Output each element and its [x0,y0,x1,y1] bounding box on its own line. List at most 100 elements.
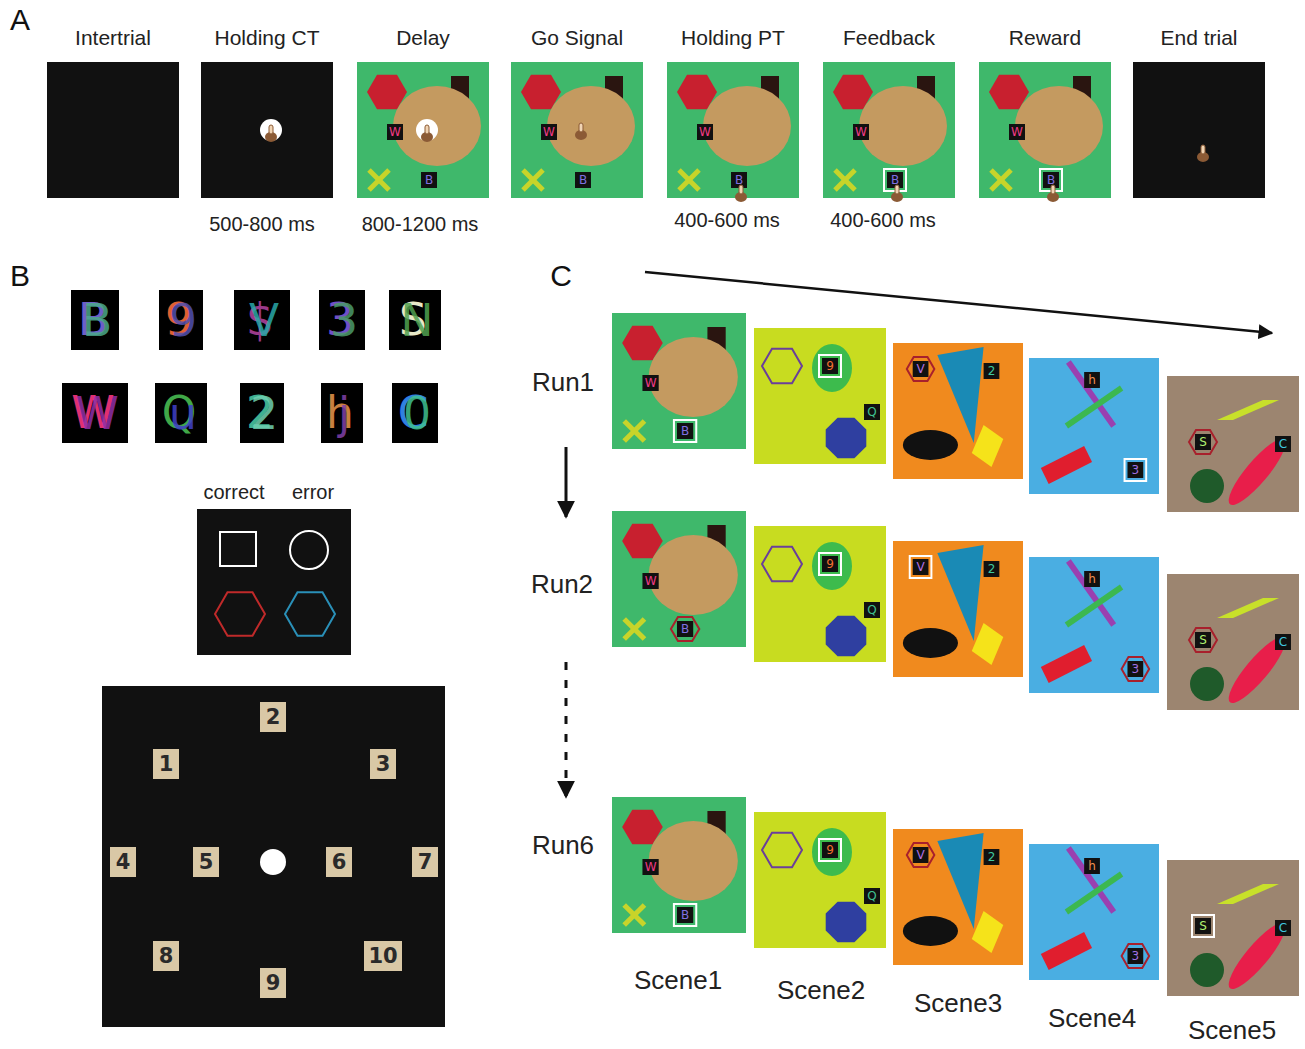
stimulus-tile [71,290,119,350]
feedback-square [674,904,696,926]
feedback-hexagon [1189,628,1217,652]
scene-screen [1167,376,1299,512]
stimulus-tile [1127,948,1143,964]
stimulus-letter: W [389,126,401,138]
stimulus-letter: Q [867,604,876,616]
duration-label: 400-600 ms [830,210,936,230]
target-number: 5 [199,852,214,873]
stimulus-tile [913,559,929,575]
scene-shape [762,833,802,868]
stimulus-tile [1275,634,1291,650]
stimulus-tile [62,383,128,443]
target-number: 7 [418,852,433,873]
hand-icon [425,125,429,134]
scene-shape [812,542,852,590]
stimulus-tile [1195,434,1211,450]
feedback-hexagon [671,617,699,641]
run-order-arrow [565,662,568,797]
scene-shape [754,812,886,948]
scene-shape [812,828,852,876]
scene-shape [991,170,1011,190]
stimulus-letter: 9 [826,558,834,570]
screen-title: Intertrial [75,27,151,48]
scene-shape [937,833,983,929]
stimulus-letter: B [681,425,689,437]
stimulus-letter: W [699,126,711,138]
scene-shape [1222,631,1293,709]
target-square: 6 [326,847,352,877]
stimulus-tile [321,383,363,443]
correct-square [220,532,256,566]
scene-screen [511,62,643,198]
scene-shape [624,905,644,925]
run-label: Run1 [532,369,594,395]
stimulus-tile [853,124,869,140]
scene-screen [754,812,886,948]
scene-screen [754,328,886,464]
scene-shape [754,526,886,662]
stimulus-letter: B [681,909,689,921]
scene-shape [826,616,867,657]
stimulus-tile [984,849,1000,865]
stimulus-letter: 3 [330,299,358,343]
scene-shape [1041,645,1092,683]
scene-label: Scene5 [1188,1017,1276,1043]
stimulus-letter: V [916,849,924,861]
scene-shape [1066,587,1121,625]
scene-shape [1217,598,1279,618]
feedback-square [910,556,932,578]
target-square: 4 [110,847,136,877]
stimulus-letter: V [249,299,279,343]
scene-shape [1066,874,1121,912]
scene-shape [624,421,644,441]
scene-shape [812,344,852,392]
black-screen [1133,62,1265,198]
hand-icon [739,185,743,194]
stimulus-letter: N [401,299,434,343]
scene-shape [1029,844,1159,980]
scene-shape [1222,433,1293,511]
stimulus-tile [984,363,1000,379]
stimulus-tile [155,383,207,443]
scene-shape [679,170,699,190]
scene-shape [649,535,738,615]
scene-shape [1190,667,1224,701]
stimulus-letter: 3 [1132,464,1140,476]
scene-screen [754,526,886,662]
target-number: 2 [266,707,281,728]
scene-shape [1041,446,1092,484]
stimulus-letter: C [1279,438,1287,450]
legend-sample [290,531,328,569]
target-square: 9 [260,968,286,998]
target-grid-panel [102,686,445,1027]
scene-shape [679,170,699,190]
stimulus-tile [541,124,557,140]
scene-shape [357,62,489,198]
target-number: 8 [159,946,174,967]
panel-letter: C [550,261,572,291]
stimulus-tile [159,290,203,350]
scene-shape [612,511,746,647]
hand-icon [579,123,583,132]
stimulus-letter: u [169,392,197,436]
scene-screen [667,62,799,198]
scene-shape [972,425,1004,467]
stimulus-tile [1084,372,1100,388]
stimulus-tile [642,375,658,391]
screen-title: Delay [396,27,450,48]
stimulus-letter: B [681,623,689,635]
stimulus-letter: 0 [403,392,431,436]
scene-shape [523,170,543,190]
stimulus-letter: V [916,363,924,375]
screen-title: Holding CT [214,27,319,48]
target-number: 9 [266,973,281,994]
stimulus-letter: W [855,126,867,138]
stimulus-tile [1275,436,1291,452]
stimulus-tile [864,404,880,420]
stimulus-tile [421,172,437,188]
stimulus-letter: B [891,174,899,186]
scene-shape [1167,376,1299,512]
stimulus-letter: W [645,861,657,873]
scene-shape [624,421,644,441]
stimulus-tile [575,172,591,188]
